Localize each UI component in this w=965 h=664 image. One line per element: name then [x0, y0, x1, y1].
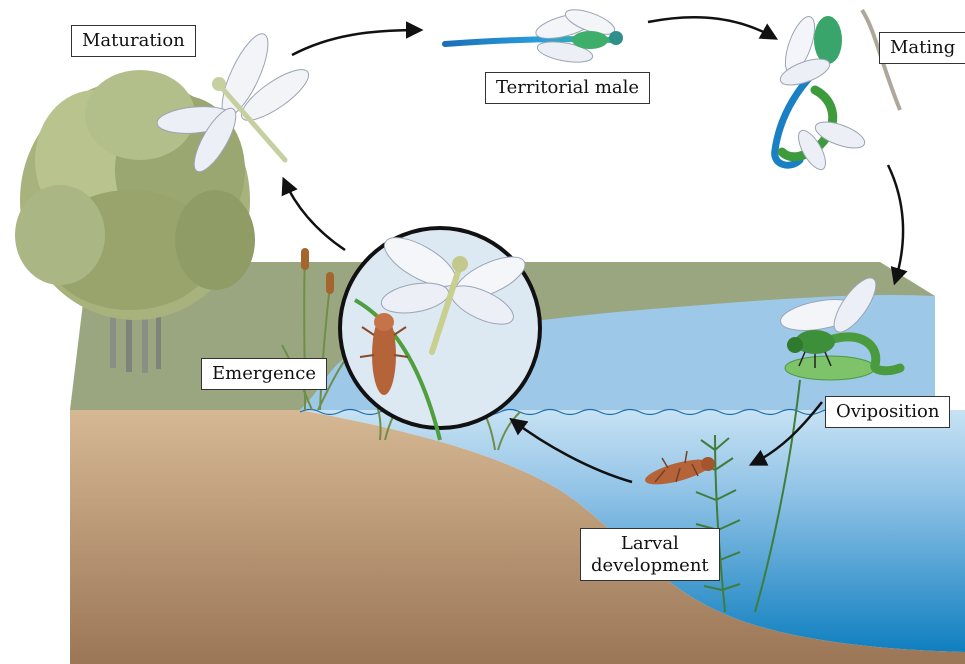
arrow-maturation-to-territorial: [292, 30, 420, 55]
lily-pad: [785, 356, 875, 380]
label-larval-line2: development: [591, 555, 709, 577]
arrow-territorial-to-mating: [648, 17, 775, 38]
label-maturation: Maturation: [71, 25, 196, 57]
arrow-emergence-to-maturation: [284, 180, 345, 250]
label-larval-development: Larval development: [580, 528, 720, 581]
label-oviposition: Oviposition: [825, 396, 950, 428]
label-emergence: Emergence: [201, 358, 327, 390]
dragonfly-icon: [445, 5, 623, 66]
label-larval-line1: Larval: [591, 533, 709, 555]
label-mating: Mating: [879, 32, 965, 64]
label-territorial-male: Territorial male: [485, 72, 650, 104]
arrow-mating-to-oviposition: [888, 165, 903, 282]
